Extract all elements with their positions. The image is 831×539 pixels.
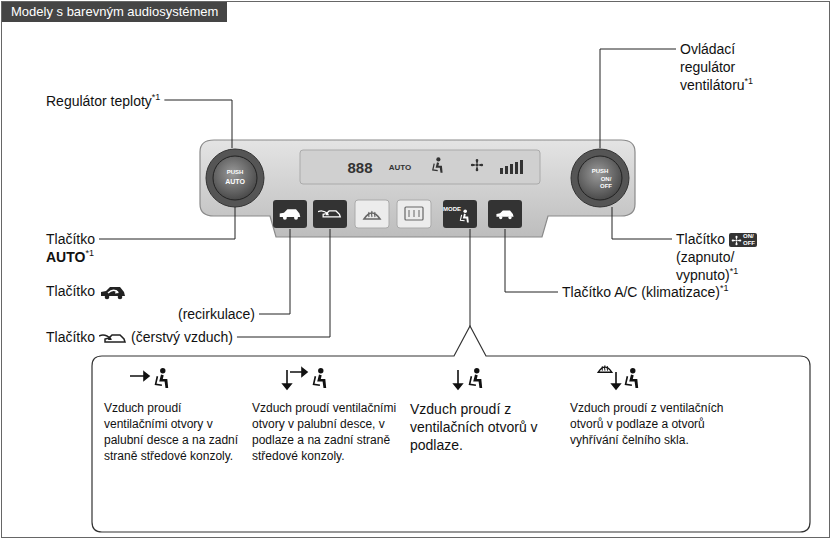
- label: Ovládací regulátor ventilátoru*1: [680, 40, 780, 94]
- fan-knob-face: [578, 156, 622, 200]
- part-label: vypnuto): [676, 267, 730, 283]
- mode-person-icon: [470, 368, 483, 388]
- label: Regulátor teploty*1: [46, 92, 160, 110]
- control-panel: [200, 140, 635, 237]
- header-text: Modely s barevným audiosystémem: [11, 2, 218, 22]
- icon-text: ON/: [743, 233, 754, 240]
- knob-text: AUTO: [225, 178, 245, 185]
- part-label: Regulátor teploty: [46, 93, 152, 109]
- fan-symbol: [731, 235, 742, 246]
- label: Tlačítko: [46, 282, 131, 300]
- part-label: AUTO: [46, 249, 85, 265]
- mode-person-icon: [156, 368, 169, 388]
- part-label: Ovládací regulátor ventilátoru: [680, 41, 745, 93]
- mode-defrost-icon: [598, 365, 612, 372]
- leader-line: [164, 100, 232, 148]
- label: Tlačítko ON/OFF (zapnuto/vypnuto)*1: [676, 230, 761, 284]
- leader-line: [612, 207, 672, 239]
- knob-text: ON/: [601, 176, 612, 182]
- footnote-mark: *1: [730, 266, 739, 276]
- footnote-mark: *1: [152, 92, 161, 102]
- mode-arrow: [290, 368, 307, 376]
- part-label: Tlačítko: [46, 283, 95, 299]
- label: (recirkulace): [178, 305, 255, 323]
- fresh-icon-use: [99, 335, 125, 342]
- leader-line: [600, 49, 676, 148]
- temperature-knob-face: [213, 156, 257, 200]
- label: Tlačítko A/C (klimatizace)*1: [562, 283, 728, 301]
- mode-description: Vzduch proudí ventilačními otvory v palu…: [252, 400, 402, 464]
- mode-arrow: [612, 372, 620, 389]
- display: [300, 150, 540, 184]
- header-band: Modely s barevným audiosystémem: [2, 2, 227, 22]
- fan-knob: [571, 149, 629, 207]
- icon-text: OFF: [743, 240, 755, 247]
- display-mode-icon: [433, 157, 443, 172]
- part-label: Tlačítko A/C (klimatizace): [562, 284, 720, 300]
- callout-pointer-line: [470, 229, 471, 327]
- part-label: Tlačítko: [46, 329, 95, 345]
- mode-arrow: [454, 370, 462, 389]
- mode-description: Vzduch proudí ventilačními otvory v palu…: [104, 400, 246, 464]
- mode-arrow: [130, 372, 149, 380]
- mode-description: Vzduch proudí z ventilačních otvorů v po…: [570, 400, 740, 448]
- footnote-mark: *1: [745, 76, 754, 86]
- onoff-icon: ON/OFF: [729, 233, 757, 247]
- part-label: (recirkulace): [178, 306, 255, 322]
- mode-arrow: [283, 370, 291, 389]
- fresh-icon: [99, 330, 127, 346]
- label: TlačítkoAUTO*1: [46, 230, 95, 266]
- onoff-icon-text: ON/OFF: [743, 233, 755, 247]
- display-fan-icon: [471, 159, 483, 171]
- mode-description: Vzduch proudí z ventilačních otvorů v po…: [410, 400, 560, 454]
- mode-callout-box: Vzduch proudí ventilačními otvory v palu…: [92, 356, 810, 532]
- mode-person-icon: [626, 368, 639, 388]
- leader-line: [505, 229, 558, 292]
- part-label: (zapnuto/: [676, 249, 734, 265]
- recirc-icon-use: [101, 287, 125, 299]
- knob-text: PUSH: [227, 169, 244, 175]
- fan-level-bars: [500, 160, 523, 174]
- label: Tlačítko (čerstvý vzduch): [46, 328, 233, 346]
- footnote-mark: *1: [85, 248, 94, 258]
- part-label: (čerstvý vzduch): [131, 329, 233, 345]
- display-digits: 888: [347, 159, 372, 176]
- part-label: Tlačítko: [46, 231, 95, 247]
- mode-person-icon: [314, 368, 327, 388]
- buttons: [273, 200, 522, 228]
- footnote-mark: *1: [720, 283, 729, 293]
- display-text: AUTO: [389, 163, 412, 172]
- leader-line: [259, 229, 290, 314]
- knob-text: OFF: [600, 183, 612, 189]
- part-label: Tlačítko: [676, 231, 725, 247]
- button-text: MODE: [443, 206, 461, 212]
- callout-border: [92, 326, 810, 532]
- temperature-knob: [206, 149, 264, 207]
- recirc-icon: [99, 284, 127, 300]
- knob-text: PUSH: [592, 168, 609, 174]
- fan-symbol-use: [732, 235, 742, 245]
- leader-line: [99, 207, 235, 239]
